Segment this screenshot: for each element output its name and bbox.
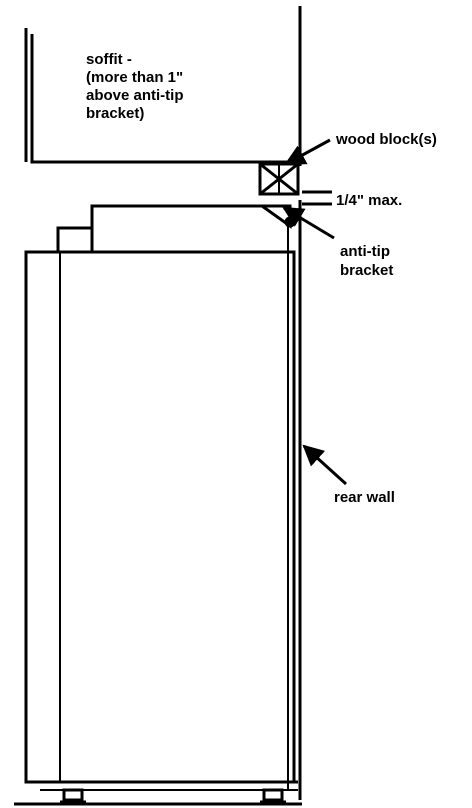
leader-arrows <box>282 138 348 486</box>
soffit <box>24 28 300 164</box>
appliance-body <box>24 204 298 791</box>
wood-block-arrow <box>284 138 331 166</box>
anti-tip-bracket <box>257 204 296 229</box>
soffit-label: soffit - (more than 1" above anti-tip br… <box>86 51 188 122</box>
rear-wall-label: rear wall <box>334 489 395 506</box>
anti-tip-label: anti-tip bracket <box>340 243 394 279</box>
wood-block <box>258 162 300 196</box>
leveling-legs <box>60 788 286 804</box>
rear-wall-arrow <box>302 444 348 486</box>
clearance-indicator <box>302 190 332 206</box>
wood-block-label: wood block(s) <box>335 131 437 148</box>
clearance-label: 1/4" max. <box>336 192 402 209</box>
anti-tip-arrow <box>282 206 335 240</box>
